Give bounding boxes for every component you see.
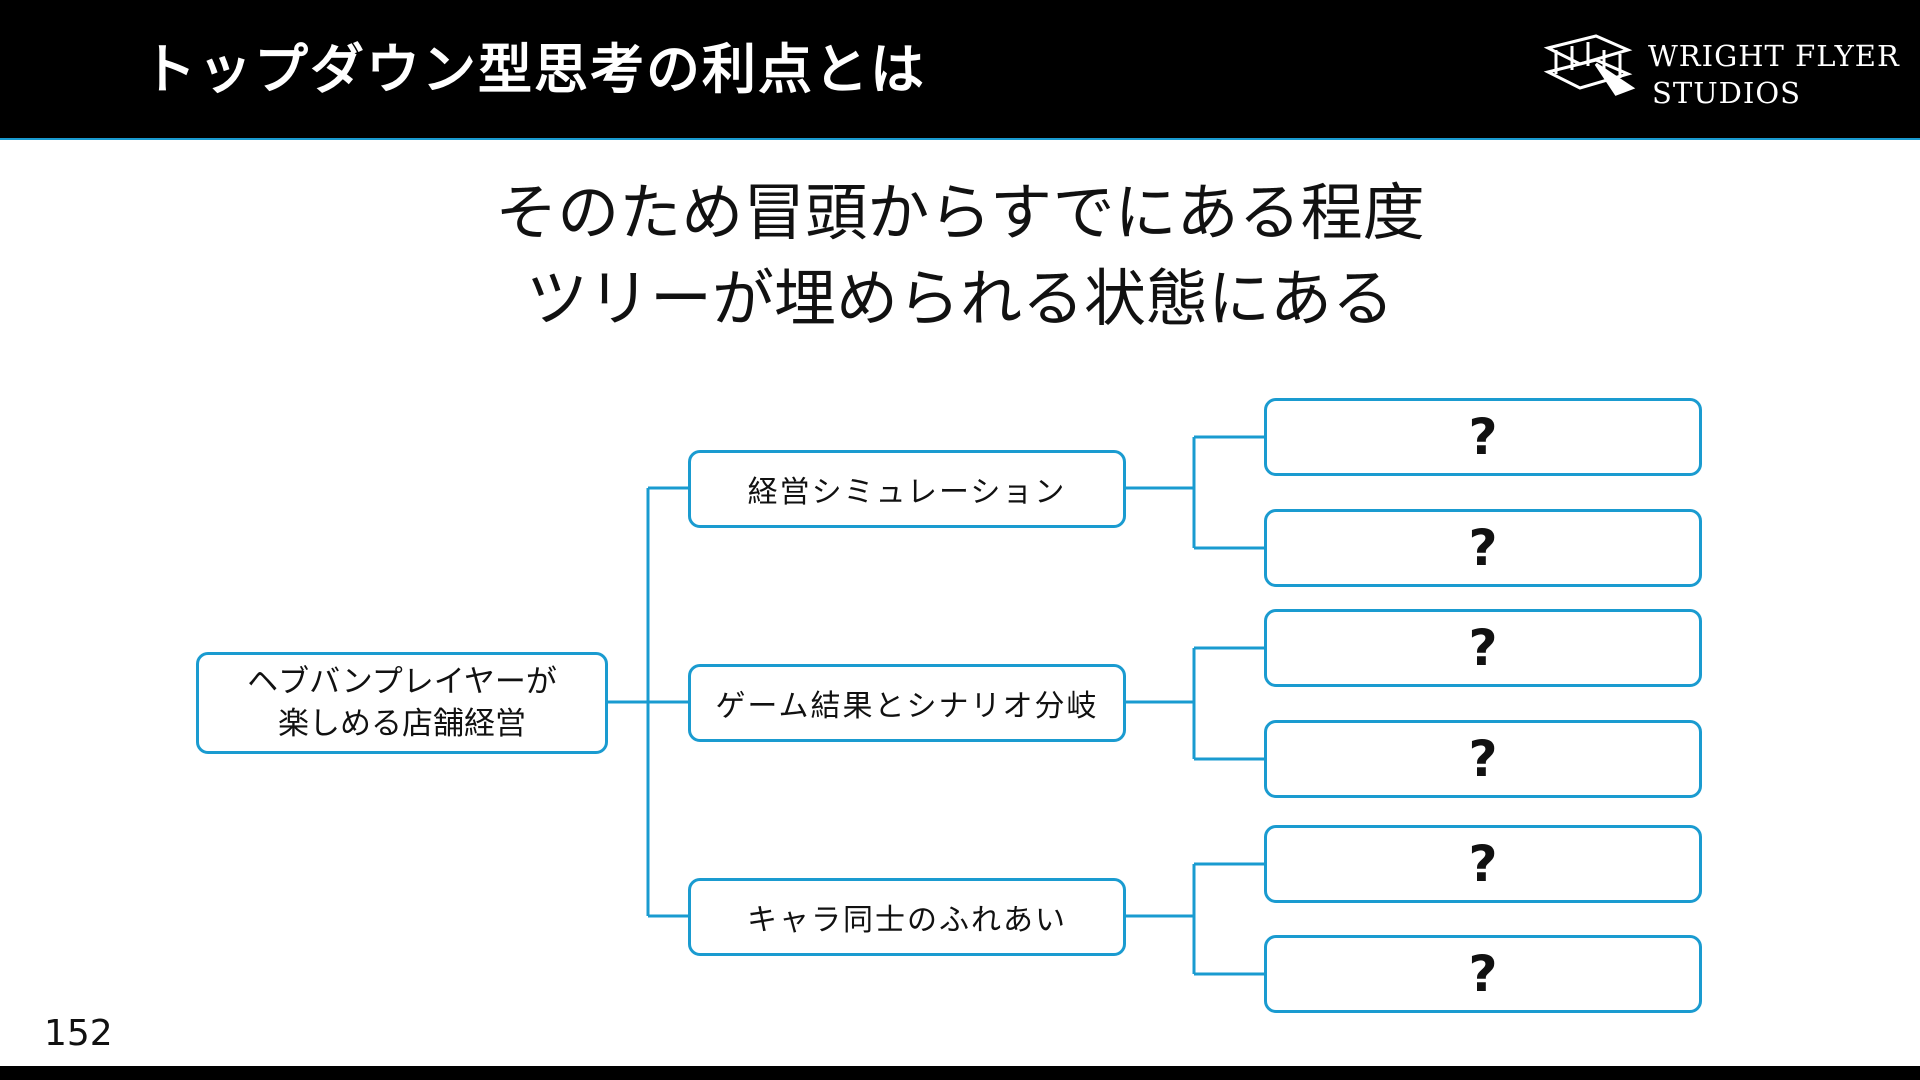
slide-title: トップダウン型思考の利点とは xyxy=(142,38,926,101)
tree-diagram: ヘブバンプレイヤーが 楽しめる店舗経営 経営シミュレーション ゲーム結果とシナリ… xyxy=(0,140,1920,1068)
tree-root-node: ヘブバンプレイヤーが 楽しめる店舗経営 xyxy=(196,652,608,754)
slide-bottom-edge xyxy=(0,1066,1920,1080)
main-heading-line1: そのため冒頭からすでにある程度 xyxy=(495,176,1425,249)
leaf-node-2-1: ? xyxy=(1264,609,1702,687)
logo-text-line2: STUDIOS xyxy=(1652,76,1801,110)
biplane-logo-icon xyxy=(1543,34,1636,96)
slide-body: そのため冒頭からすでにある程度 ツリーが埋められる状態にある xyxy=(0,138,1920,1068)
leaf-node-2-2: ? xyxy=(1264,720,1702,798)
page-number: 152 xyxy=(44,1013,113,1054)
main-heading: そのため冒頭からすでにある程度 ツリーが埋められる状態にある xyxy=(0,170,1920,342)
logo-text-line1: WRIGHT FLYER xyxy=(1648,39,1900,73)
branch-node-1: 経営シミュレーション xyxy=(688,450,1126,528)
leaf-node-1-1: ? xyxy=(1264,398,1702,476)
branch-node-2: ゲーム結果とシナリオ分岐 xyxy=(688,664,1126,742)
leaf-node-3-2: ? xyxy=(1264,935,1702,1013)
leaf-node-3-1: ? xyxy=(1264,825,1702,903)
root-node-line1: ヘブバンプレイヤーが xyxy=(247,664,557,700)
company-logo: WRIGHT FLYER STUDIOS xyxy=(1540,28,1900,118)
branch-node-3: キャラ同士のふれあい xyxy=(688,878,1126,956)
slide-header: トップダウン型思考の利点とは WRIGHT FLYER STUDIOS xyxy=(0,0,1920,138)
tree-connectors xyxy=(608,435,1264,976)
main-heading-line2: ツリーが埋められる状態にある xyxy=(525,262,1394,335)
leaf-node-1-2: ? xyxy=(1264,509,1702,587)
root-node-line2: 楽しめる店舗経営 xyxy=(278,706,526,742)
